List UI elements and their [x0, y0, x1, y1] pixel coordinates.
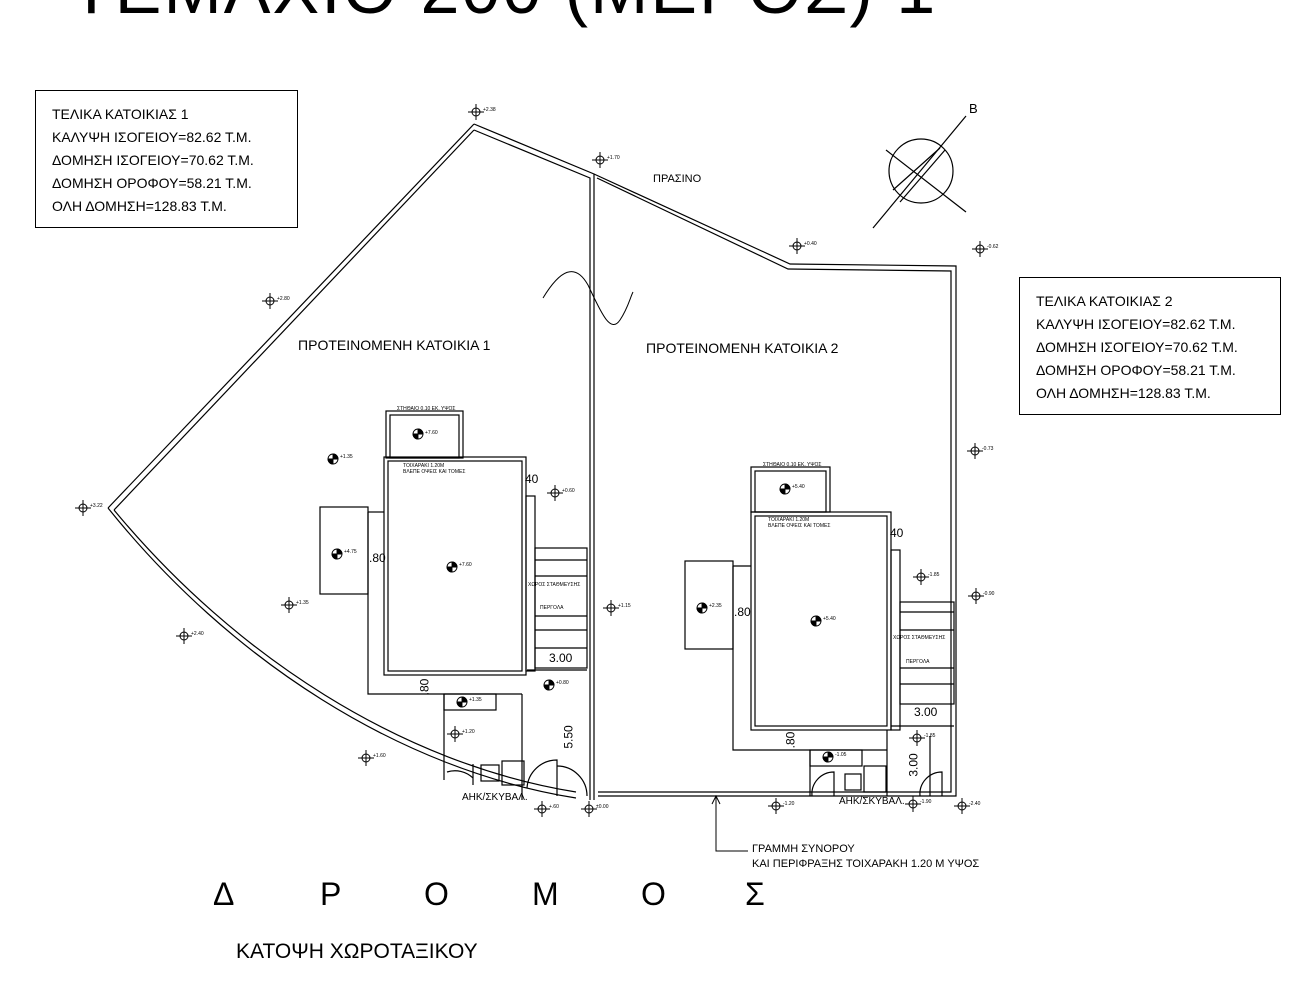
elevation-label: -1.85 [924, 733, 936, 739]
house-1-dim-80-left: .80 [369, 551, 386, 565]
elevation-label: +5.40 [823, 616, 836, 622]
green-area-label: ΠΡΑΣΙΝΟ [653, 173, 702, 185]
house-2-wall-note-2: ΒΛΕΠΕ ΟΨΕΙΣ ΚΑΙ ΤΟΜΕΣ [768, 523, 831, 529]
totals-all-build: ΟΛΗ ΔΟΜΗΣΗ=128.83 Τ.Μ. [52, 198, 227, 214]
elevation-label: +7.60 [459, 562, 472, 568]
elevation-label: +2.80 [277, 296, 290, 302]
totals-title: ΤΕΛΙΚΑ ΚΑΤΟΙΚΙΑΣ 1 [52, 106, 189, 122]
house-1-meter-label: ΑΗΚ/ΣΚΥΒΑΛ. [462, 792, 528, 803]
house-1-name: ΠΡΟΤΕΙΝΟΜΕΝΗ ΚΑΤΟΙΚΙΑ 1 [298, 337, 491, 353]
elevation-label: +0.80 [556, 680, 569, 686]
house-2-meter-label: ΑΗΚ/ΣΚΥΒΑΛ. [839, 796, 905, 807]
elevation-label: +3.22 [90, 503, 103, 509]
elevation-label: +1.15 [618, 603, 631, 609]
house-2-plan [684, 466, 955, 797]
elevation-label: +1.35 [340, 454, 353, 460]
elevation-label: +1.60 [373, 753, 386, 759]
elevation-label: +2.35 [709, 603, 722, 609]
house-1-parking-label: ΧΩΡΟΣ ΣΤΑΘΜΕΥΣΗΣ [528, 582, 581, 588]
totals-floor-build: ΔΟΜΗΣΗ ΟΡΟΦΟΥ=58.21 Τ.Μ. [1036, 362, 1236, 378]
totals-floor-build: ΔΟΜΗΣΗ ΟΡΟΦΟΥ=58.21 Τ.Μ. [52, 175, 252, 191]
elevation-label: -0.73 [982, 446, 994, 452]
drawing-title: ΤΕΜΑΧΙΟ 200 (ΜΕΡΟΣ) 1 [70, 0, 937, 24]
house-2-parking-label: ΧΩΡΟΣ ΣΤΑΘΜΕΥΣΗΣ [893, 635, 946, 641]
road-letter: Ο [641, 876, 666, 912]
elevation-label: -0.90 [983, 591, 995, 597]
totals-title: ΤΕΛΙΚΑ ΚΑΤΟΙΚΙΑΣ 2 [1036, 293, 1173, 309]
elevation-markers [75, 104, 988, 817]
elevation-label: -1.05 [835, 752, 847, 758]
totals-coverage: ΚΑΛΥΨΗ ΙΣΟΓΕΙΟΥ=82.62 Τ.Μ. [52, 129, 252, 145]
elevation-label: -0.62 [987, 244, 999, 250]
house-2-pergola-label: ΠΕΡΓΟΛΑ [906, 659, 930, 665]
house-1-plan [319, 410, 588, 800]
house-1-dim-300: 3.00 [549, 651, 573, 665]
elevation-label: +1.70 [607, 155, 620, 161]
house-2-dim-80-bottom: .80 [783, 731, 798, 749]
house-1-storage-note: ΣΤΗΘΑΙΟ 0.10 ΕΚ. ΥΨΟΣ [397, 406, 456, 412]
boundary-note-line-1: ΓΡΑΜΜΗ ΣΥΝΟΡΟΥ [752, 843, 855, 855]
house-2-dim-80-left: .80 [734, 605, 751, 619]
elevation-label: +4.75 [344, 549, 357, 555]
road-letter: Δ [213, 876, 235, 912]
elevation-label: +1.35 [469, 697, 482, 703]
totals-ground-build: ΔΟΜΗΣΗ ΙΣΟΓΕΙΟΥ=70.62 Τ.Μ. [52, 152, 254, 168]
house-1-wall-note-1: ΤΟΙΧΑΡΑΚΙ 1.20Μ [403, 463, 445, 469]
house-2-dim-300-vertical: 3.00 [906, 753, 921, 777]
house-1-dim-80-bottom: .80 [417, 678, 432, 696]
boundary-note-line-2: ΚΑΙ ΠΕΡΙΦΡΑΞΗΣ ΤΟΙΧΑΡΑΚΗ 1.20 Μ ΥΨΟΣ [752, 858, 980, 870]
house-1-wall-note-2: ΒΛΕΠΕ ΟΨΕΙΣ ΚΑΙ ΤΟΜΕΣ [403, 469, 466, 475]
elevation-label: ±0.00 [596, 804, 609, 810]
road-letter: Σ [745, 876, 765, 912]
house-1-totals-box: ΤΕΛΙΚΑ ΚΑΤΟΙΚΙΑΣ 1 ΚΑΛΥΨΗ ΙΣΟΓΕΙΟΥ=82.62… [35, 90, 298, 228]
elevation-label: +5.40 [792, 484, 805, 490]
elevation-label: -1.20 [783, 801, 795, 807]
house-2-storage-note: ΣΤΗΘΑΙΟ 0.10 ΕΚ. ΥΨΟΣ [763, 462, 822, 468]
plan-title: ΚΑΤΟΨΗ ΧΩΡΟΤΑΞΙΚΟΥ [236, 940, 478, 963]
road-letter: Μ [532, 876, 559, 912]
house-2-dim-40: 40 [890, 526, 904, 540]
elevation-label: +0.60 [562, 488, 575, 494]
north-label: B [969, 101, 978, 116]
level-symbols [327, 428, 834, 763]
house-2-totals-box: ΤΕΛΙΚΑ ΚΑΤΟΙΚΙΑΣ 2 ΚΑΛΥΨΗ ΙΣΟΓΕΙΟΥ=82.62… [1019, 277, 1281, 415]
elevation-label: +2.38 [483, 107, 496, 113]
elevation-label: +.60 [549, 804, 559, 810]
house-2-name: ΠΡΟΤΕΙΝΟΜΕΝΗ ΚΑΤΟΙΚΙΑ 2 [646, 340, 839, 356]
elevation-label: -2.40 [969, 801, 981, 807]
elevation-label: +1.35 [296, 600, 309, 606]
house-1-pergola-label: ΠΕΡΓΟΛΑ [540, 605, 564, 611]
elevation-label: -1.90 [920, 799, 932, 805]
road-letter: Ρ [320, 876, 342, 912]
elevation-label: +7.60 [425, 430, 438, 436]
elevation-label: -1.85 [928, 572, 940, 578]
north-arrow [872, 115, 967, 229]
house-1-dim-550: 5.50 [561, 725, 576, 749]
totals-all-build: ΟΛΗ ΔΟΜΗΣΗ=128.83 Τ.Μ. [1036, 385, 1211, 401]
totals-ground-build: ΔΟΜΗΣΗ ΙΣΟΓΕΙΟΥ=70.62 Τ.Μ. [1036, 339, 1238, 355]
house-2-wall-note-1: ΤΟΙΧΑΡΑΚΙ 1.20Μ [768, 517, 810, 523]
road-letter: Ο [424, 876, 449, 912]
elevation-label: +2.40 [191, 631, 204, 637]
house-1-dim-40: 40 [525, 472, 539, 486]
elevation-label: +0.40 [804, 241, 817, 247]
totals-coverage: ΚΑΛΥΨΗ ΙΣΟΓΕΙΟΥ=82.62 Τ.Μ. [1036, 316, 1236, 332]
house-2-dim-300: 3.00 [914, 705, 938, 719]
elevation-label: +1.20 [462, 729, 475, 735]
plot-boundary [107, 123, 957, 800]
